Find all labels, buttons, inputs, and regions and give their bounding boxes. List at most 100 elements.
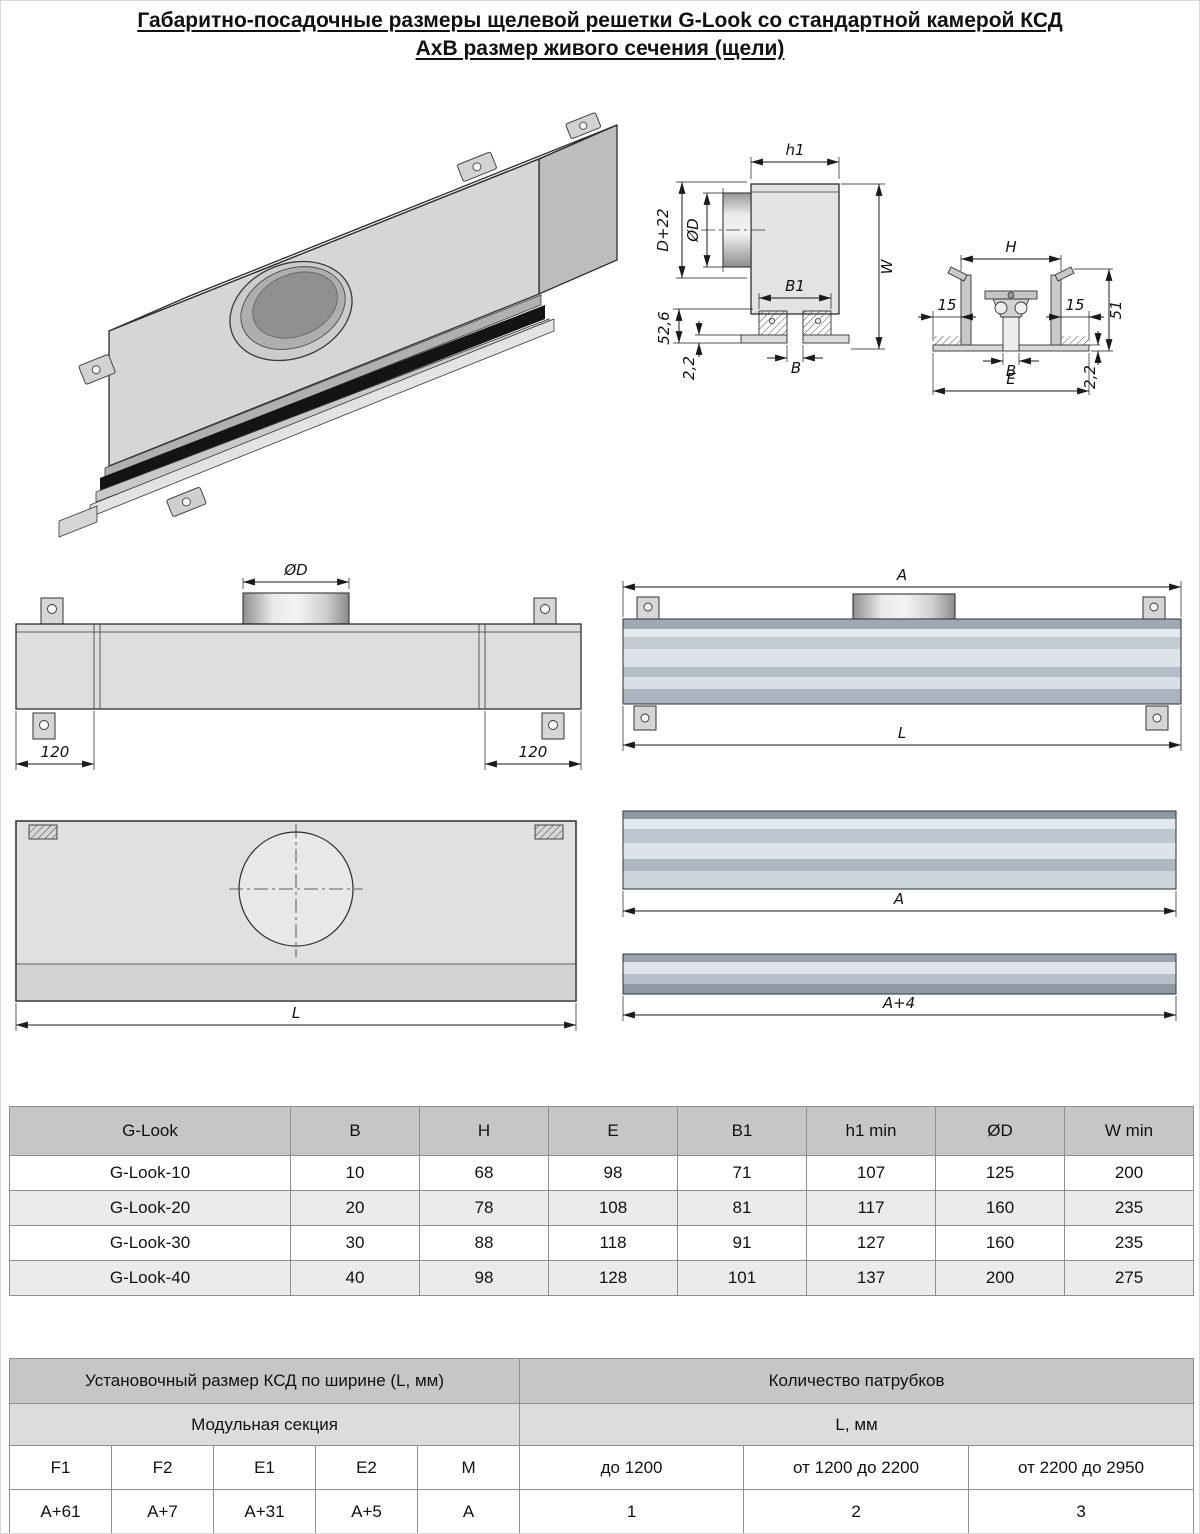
table-row: G-Look-10 10 68 98 71 107 125 200	[9, 1155, 1194, 1191]
dim-label-120-right: 120	[519, 743, 548, 761]
cell: 98	[419, 1260, 549, 1296]
column-header-row: F1 F2 E1 E2 M до 1200 от 1200 до 2200 от…	[9, 1445, 1195, 1490]
cell: 235	[1064, 1190, 1194, 1226]
dim-label-22b: 2,2	[1081, 365, 1099, 389]
cell: 275	[1064, 1260, 1194, 1296]
dim-label-b1: B1	[785, 277, 805, 295]
dim-label-l-side: L	[898, 724, 906, 742]
cell: 200	[1064, 1155, 1194, 1191]
dim-label-22: 2,2	[680, 356, 698, 380]
grille-profile-side	[622, 618, 1182, 705]
cell: 101	[677, 1260, 807, 1296]
cell: от 1200 до 2200	[743, 1445, 970, 1490]
mounting-bracket	[78, 354, 116, 385]
cell: M	[416, 1445, 521, 1490]
grille-end-piece	[58, 505, 98, 538]
table-row: G-Look-30 30 88 118 91 127 160 235	[9, 1225, 1194, 1261]
dim-label-526: 52,6	[655, 311, 673, 344]
mounting-bracket	[565, 112, 602, 139]
grille-frame-top	[104, 294, 542, 479]
sub-header-left: Модульная секция	[8, 1403, 521, 1446]
cell: до 1200	[519, 1445, 745, 1490]
cross-section-duct: h1 D+22 ØD W B1 52,6	[654, 141, 896, 380]
cell: G-Look-10	[9, 1155, 291, 1191]
cell: G-Look-30	[9, 1225, 291, 1261]
dim-label-w: W	[878, 258, 896, 274]
col-header-phid: ØD	[935, 1106, 1065, 1156]
cell: E2	[315, 1445, 418, 1490]
dim-label-b: B	[791, 359, 801, 377]
cell: 200	[935, 1260, 1065, 1296]
cell: 10	[290, 1155, 420, 1191]
isometric-view	[58, 112, 618, 538]
cell: 71	[677, 1155, 807, 1191]
cell: 137	[806, 1260, 936, 1296]
dimensions-table-header-row: G-Look B H E B1 h1 min ØD W min	[9, 1106, 1194, 1156]
dim-label-15-right: 15	[1065, 296, 1084, 314]
corner-tab	[534, 824, 564, 840]
camera-body-front	[15, 623, 582, 710]
cell: 107	[806, 1155, 936, 1191]
cell: 68	[419, 1155, 549, 1191]
slot-opening-3d	[100, 305, 545, 492]
dim-label-120-left: 120	[41, 743, 70, 761]
dim-label-h: H	[1005, 238, 1016, 256]
dim-label-l-large: L	[292, 1004, 300, 1022]
cell: 91	[677, 1225, 807, 1261]
table-row: G-Look-40 40 98 128 101 137 200 275	[9, 1260, 1194, 1296]
mounting-bracket	[456, 151, 497, 182]
title-line-1: Габаритно-посадочные размеры щелевой реш…	[137, 9, 1063, 32]
col-header-b1: B1	[677, 1106, 807, 1156]
cell: 3	[968, 1489, 1195, 1533]
cell: от 2200 до 2950	[968, 1445, 1195, 1490]
front-view: ØD 120 120	[15, 561, 582, 770]
title-line-2: АхВ размер живого сечения (щели)	[415, 36, 785, 60]
cell: A+5	[315, 1489, 418, 1533]
dim-label-b2: B	[1006, 362, 1016, 380]
profile-strip-a: A	[622, 810, 1177, 917]
cell: 88	[419, 1225, 549, 1261]
values-row: A+61 A+7 A+31 A+5 A 1 2 3	[9, 1489, 1195, 1533]
dim-label-15-left: 15	[937, 296, 956, 314]
col-header-e: E	[548, 1106, 678, 1156]
cell: A+7	[111, 1489, 214, 1533]
col-header-b: B	[290, 1106, 420, 1156]
group-header-row: Установочный размер КСД по ширине (L, мм…	[8, 1358, 1195, 1404]
cell: 40	[290, 1260, 420, 1296]
cell: 160	[935, 1225, 1065, 1261]
cell: 128	[548, 1260, 678, 1296]
cell: F2	[111, 1445, 214, 1490]
dim-label-d22: D+22	[654, 208, 672, 251]
cell: 81	[677, 1190, 807, 1226]
profile-strip-a4: A+4	[622, 953, 1177, 1021]
dim-label-a-strip: A	[893, 890, 904, 908]
dim-label-phid-front: ØD	[283, 561, 307, 579]
cell: 1	[519, 1489, 745, 1533]
corner-tab	[28, 824, 58, 840]
dim-label-a4-strip: A+4	[882, 994, 915, 1012]
side-view: A L	[622, 566, 1182, 751]
dim-label-h1: h1	[785, 141, 804, 159]
front-view-large: L	[15, 820, 577, 1031]
col-header-glook: G-Look	[9, 1106, 291, 1156]
group-header-right: Количество патрубков	[519, 1358, 1195, 1404]
cell: 125	[935, 1155, 1065, 1191]
cell: 30	[290, 1225, 420, 1261]
cell: 78	[419, 1190, 549, 1226]
cell: F1	[9, 1445, 112, 1490]
cell: E1	[213, 1445, 316, 1490]
duct-collar-side	[852, 593, 956, 620]
technical-drawings: h1 D+22 ØD W B1 52,6	[15, 112, 1182, 1031]
col-header-wmin: W min	[1064, 1106, 1194, 1156]
dimensions-table: G-Look B H E B1 h1 min ØD W min G-Look-1…	[9, 1106, 1194, 1296]
dim-label-a-top: A	[896, 566, 907, 584]
cell: 160	[935, 1190, 1065, 1226]
table-row: G-Look-20 20 78 108 81 117 160 235	[9, 1190, 1194, 1226]
duct-collar-front	[242, 592, 350, 625]
installation-table: Установочный размер КСД по ширине (L, мм…	[8, 1358, 1195, 1533]
sheet-title: Габаритно-посадочные размеры щелевой реш…	[1, 7, 1199, 62]
cell: G-Look-20	[9, 1190, 291, 1226]
col-header-h: H	[419, 1106, 549, 1156]
cell: A+61	[9, 1489, 112, 1533]
